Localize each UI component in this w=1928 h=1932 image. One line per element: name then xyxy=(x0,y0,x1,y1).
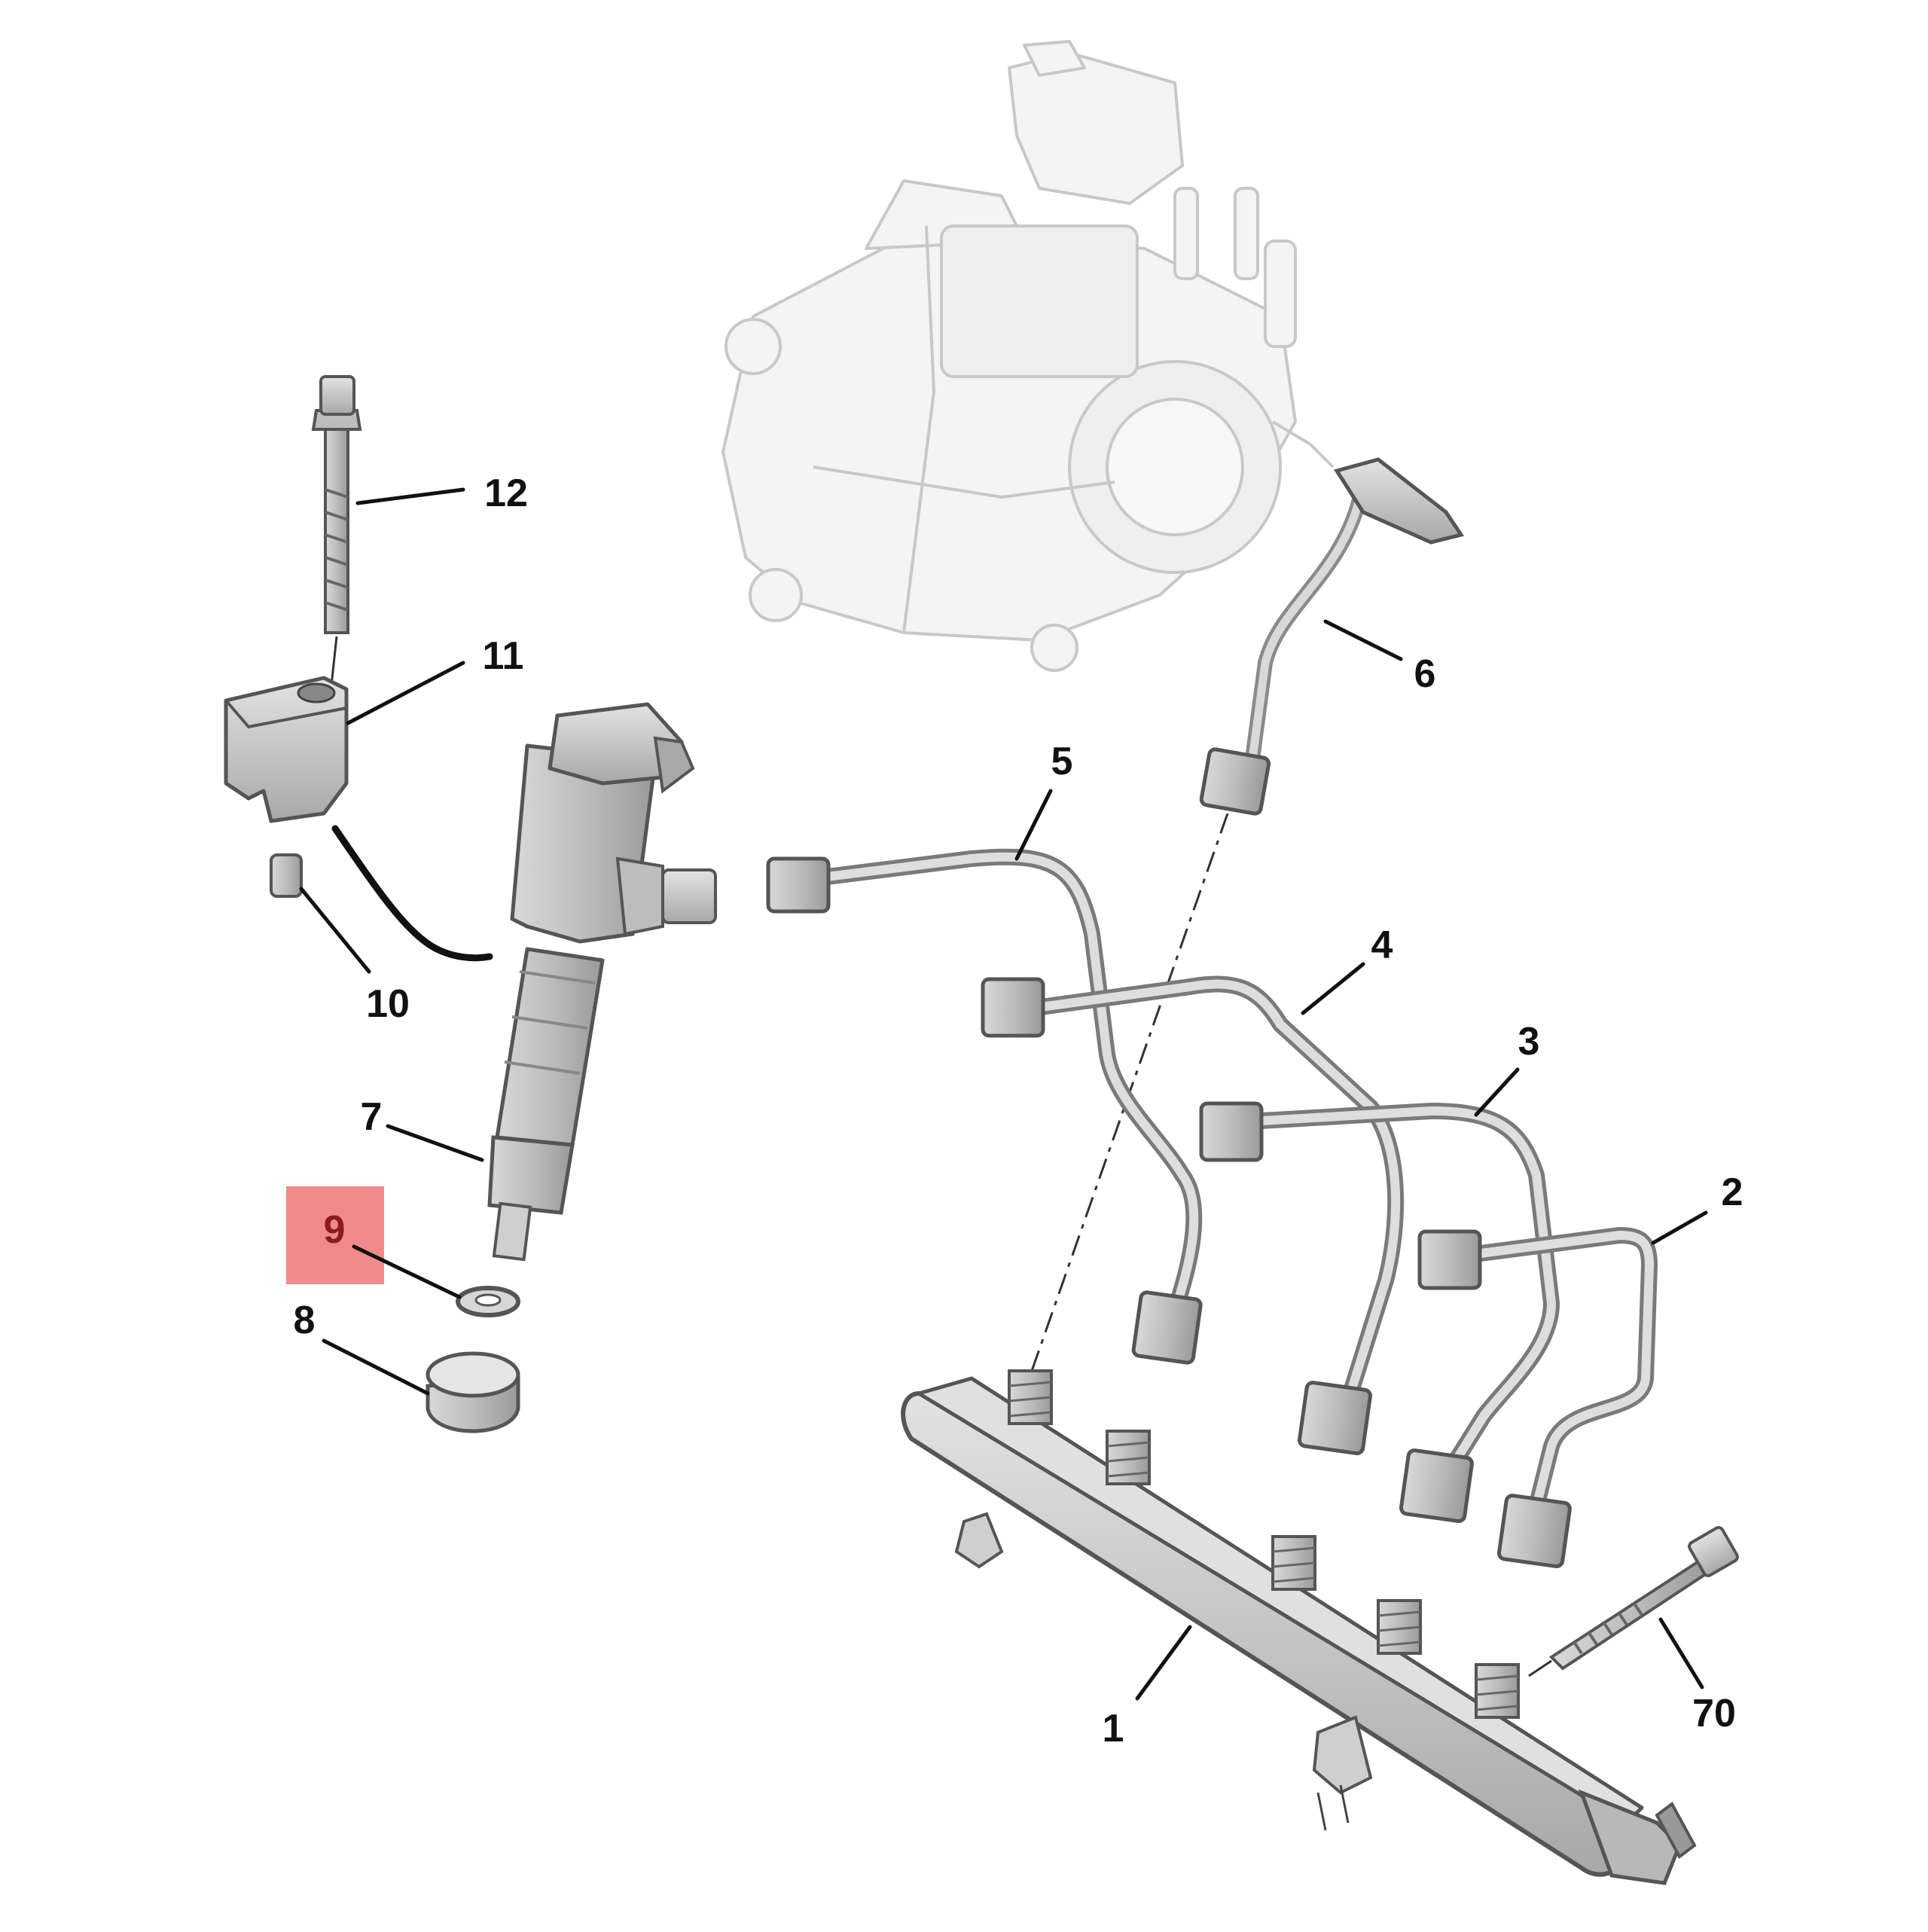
leader-7 xyxy=(386,1124,484,1162)
sleeve-10 xyxy=(270,853,303,898)
callout-8: 8 xyxy=(294,1299,316,1342)
leader-lines xyxy=(299,487,1708,1701)
callout-10: 10 xyxy=(366,982,410,1026)
callout-6: 6 xyxy=(1414,652,1436,696)
high-pressure-pump xyxy=(721,40,1335,672)
common-rail-1 xyxy=(901,1369,1697,1885)
leader-10 xyxy=(299,887,371,974)
leader-4 xyxy=(1301,962,1365,1015)
callout-9-highlight-box xyxy=(286,1186,384,1284)
callout-2: 2 xyxy=(1722,1170,1743,1214)
leader-6 xyxy=(1323,619,1403,661)
callout-11: 11 xyxy=(483,634,524,678)
leader-70 xyxy=(1658,1617,1704,1689)
callout-1: 1 xyxy=(1103,1707,1124,1750)
leader-2 xyxy=(1651,1210,1708,1245)
callout-70: 70 xyxy=(1692,1692,1736,1735)
callout-7: 7 xyxy=(361,1095,383,1139)
leader-8 xyxy=(322,1338,430,1396)
leader-9 xyxy=(352,1244,462,1299)
injector-leak-line xyxy=(331,825,493,962)
callout-5: 5 xyxy=(1051,740,1073,783)
washer-9 xyxy=(456,1286,520,1317)
leader-11 xyxy=(346,661,465,725)
callout-12: 12 xyxy=(484,472,528,515)
callout-labels: 1 2 3 4 5 6 7 8 9 10 11 12 70 xyxy=(294,472,1743,1750)
clamp-11 xyxy=(224,676,349,823)
pipe-5 xyxy=(766,848,1203,1365)
bolt-70 xyxy=(1528,1526,1739,1677)
leader-12 xyxy=(355,487,465,505)
callout-4: 4 xyxy=(1371,923,1393,967)
leader-3 xyxy=(1474,1067,1520,1117)
seal-8 xyxy=(426,1351,520,1433)
leader-1 xyxy=(1135,1625,1192,1701)
callout-9: 9 xyxy=(324,1208,346,1252)
pipe-6 xyxy=(1199,457,1465,816)
pipe-2 xyxy=(1417,1227,1658,1569)
leader-5 xyxy=(1014,789,1053,861)
callout-3: 3 xyxy=(1518,1020,1540,1064)
bolt-12 xyxy=(311,375,362,686)
injector-7 xyxy=(487,702,717,1262)
